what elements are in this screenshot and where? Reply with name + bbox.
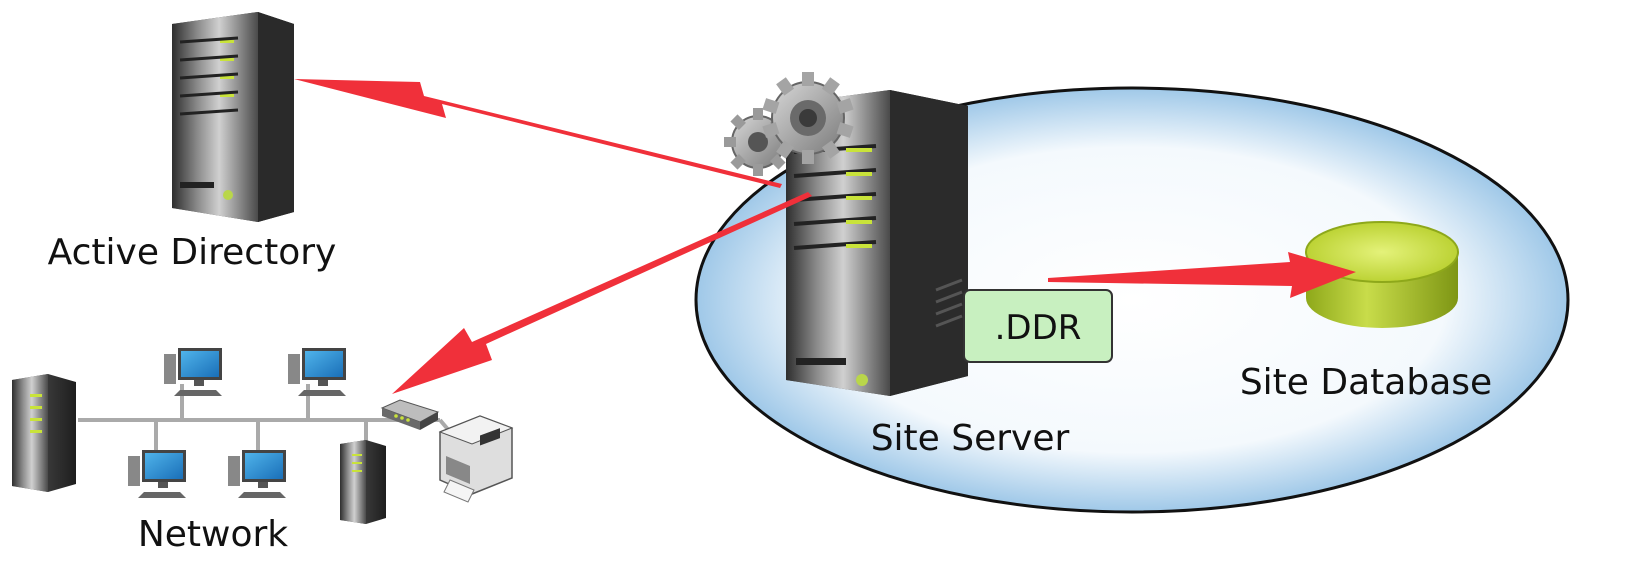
ddr-file-box: .DDR xyxy=(963,289,1113,363)
arrow-to-network xyxy=(392,192,812,394)
ddr-file-label: .DDR xyxy=(995,308,1082,348)
workstation-icon xyxy=(164,348,222,396)
server-tower-with-gears-icon xyxy=(724,72,968,396)
network-topology-icon xyxy=(12,348,514,524)
site-database-label: Site Database xyxy=(1240,362,1492,403)
workstation-icon xyxy=(128,450,186,498)
arrows xyxy=(294,79,1356,394)
workstation-icon xyxy=(228,450,286,498)
network-hub-icon xyxy=(380,399,440,430)
network-label: Network xyxy=(138,514,288,555)
server-tower-icon xyxy=(172,12,294,222)
arrow-to-site-database xyxy=(1048,252,1356,298)
large-gear-icon xyxy=(762,72,854,164)
network-server-icon xyxy=(340,440,386,524)
active-directory-label: Active Directory xyxy=(48,232,337,273)
workstation-icon xyxy=(288,348,346,396)
printer-icon xyxy=(438,415,514,503)
network-server-icon xyxy=(12,374,76,492)
arrow-to-active-directory xyxy=(294,79,782,188)
site-server-label: Site Server xyxy=(871,418,1070,459)
